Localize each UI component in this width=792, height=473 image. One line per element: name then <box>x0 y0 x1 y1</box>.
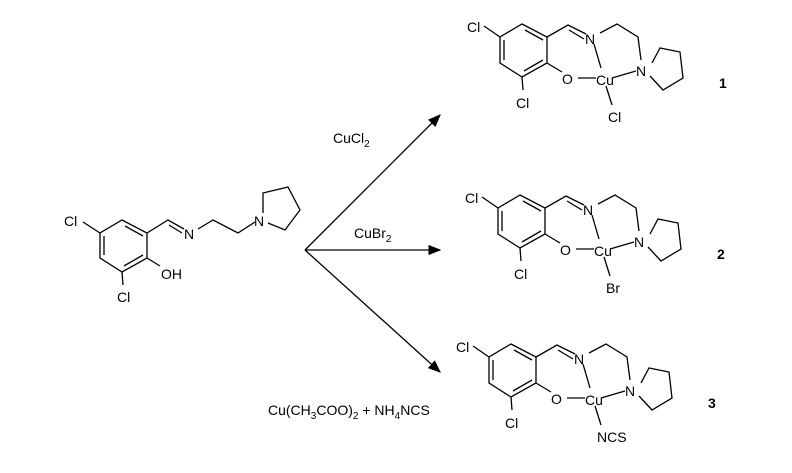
compound-number: 1 <box>719 75 727 91</box>
imine-n-label: N <box>583 202 593 218</box>
phenolate-o-label: O <box>551 391 562 407</box>
starting-ligand: Cl Cl N N OH <box>64 186 301 305</box>
pyrrolidine-n-label: N <box>636 63 646 79</box>
axial-ligand-label: Br <box>606 280 620 296</box>
imine-n-label: N <box>184 226 194 242</box>
arrow-to-product-3 <box>304 249 441 373</box>
copper-label: Cu <box>594 243 612 259</box>
compound-number: 2 <box>717 246 725 262</box>
reagent-cubr2: CuBr2 <box>354 225 392 245</box>
cl-label: Cl <box>467 19 480 35</box>
cl-label: Cl <box>514 266 527 282</box>
copper-label: Cu <box>585 392 603 408</box>
hydroxyl-label: OH <box>161 266 182 282</box>
pyrrolidine-n-label: N <box>634 234 644 250</box>
cl-label: Cl <box>117 289 130 305</box>
reagent-acetate-thiocyanate: Cu(CH3COO)2 + NH4NCS <box>268 402 430 422</box>
axial-ligand-label: NCS <box>597 429 627 445</box>
compound-number: 3 <box>708 395 716 411</box>
pyrrolidine-n-label: N <box>254 213 264 229</box>
cl-label: Cl <box>64 213 77 229</box>
product-1: Cl Cl N N O Cu Cl 1 <box>467 19 727 125</box>
arrow-to-product-1 <box>304 114 441 251</box>
cl-label: Cl <box>456 339 469 355</box>
product-3: Cl Cl N N O Cu NCS 3 <box>456 339 716 445</box>
imine-n-label: N <box>574 351 584 367</box>
imine-n-label: N <box>585 31 595 47</box>
phenolate-o-label: O <box>562 71 573 87</box>
cl-label: Cl <box>516 95 529 111</box>
product-2: Cl Cl N N O Cu Br 2 <box>465 190 725 296</box>
cl-label: Cl <box>465 190 478 206</box>
axial-ligand-label: Cl <box>608 109 621 125</box>
phenolate-o-label: O <box>560 242 571 258</box>
pyrrolidine-n-label: N <box>625 383 635 399</box>
reagent-cucl2: CuCl2 <box>333 130 370 150</box>
copper-label: Cu <box>596 72 614 88</box>
cl-label: Cl <box>505 415 518 431</box>
